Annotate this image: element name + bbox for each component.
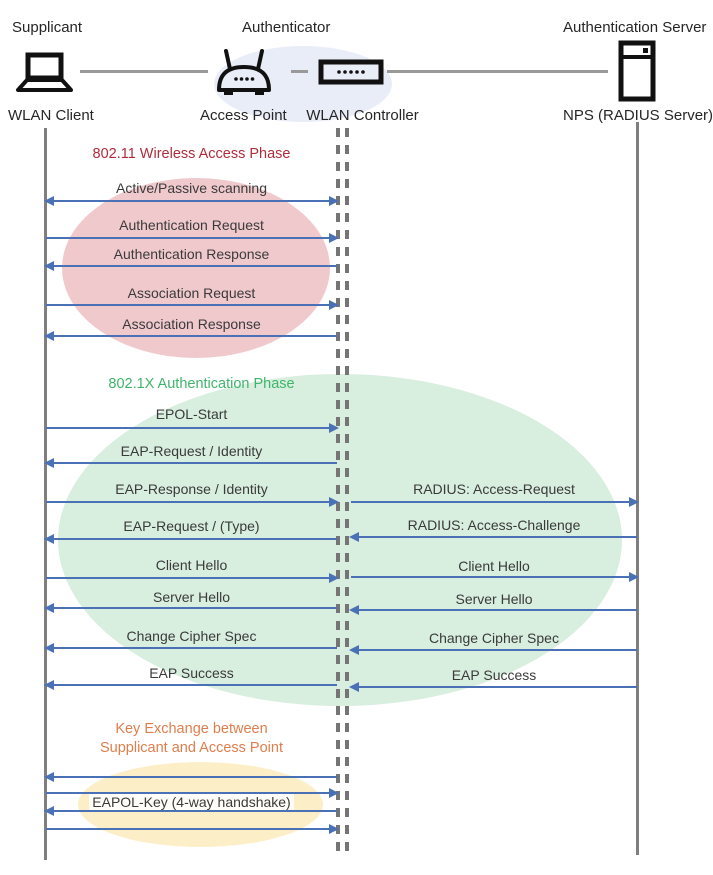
message-change-cipher-spec: Change Cipher Spec: [126, 628, 257, 644]
arrow-epol-start: [46, 423, 339, 433]
message-eap-request-identity: EAP-Request / Identity: [120, 443, 263, 459]
message-client-hello: Client Hello: [155, 557, 228, 573]
phase3-title-line1: Key Exchange between: [115, 721, 268, 737]
arrow-authentication-response: [44, 261, 337, 271]
arrow-eapol-key-3: [44, 806, 337, 816]
arrow-server-hello-server: [349, 605, 637, 615]
device-wlan-client: WLAN Client: [8, 107, 94, 124]
phase2-ellipse: [58, 374, 622, 706]
message-radius-access-request: RADIUS: Access-Request: [413, 481, 575, 497]
arrow-eapol-key-2: [46, 788, 339, 798]
phase3-title-line2: Supplicant and Access Point: [100, 740, 283, 756]
message-eap-success-server: EAP Success: [451, 667, 537, 683]
arrow-client-hello: [46, 573, 339, 583]
connector-client-ap: [80, 70, 208, 73]
role-authentication-server: Authentication Server: [563, 19, 707, 36]
wlan-controller-icon: [318, 59, 384, 85]
message-epol-start: EPOL-Start: [155, 406, 228, 422]
message-eap-request-type: EAP-Request / (Type): [123, 518, 260, 534]
arrow-active-passive-scanning: [44, 196, 339, 206]
lifeline-wlan-controller-left: [336, 128, 340, 854]
arrow-eap-response-identity: [46, 497, 339, 507]
device-wlan-controller: WLAN Controller: [306, 107, 419, 124]
message-change-cipher-spec-server: Change Cipher Spec: [429, 630, 559, 646]
message-eap-success: EAP Success: [149, 665, 234, 681]
message-radius-access-challenge: RADIUS: Access-Challenge: [407, 517, 581, 533]
message-authentication-request: Authentication Request: [119, 217, 264, 233]
arrow-association-response: [44, 331, 337, 341]
connector-controller-server: [387, 70, 608, 73]
eapol-key-label: EAPOL-Key (4-way handshake): [89, 794, 294, 810]
message-authentication-response: Authentication Response: [113, 246, 270, 262]
phase1-ellipse: [62, 178, 330, 358]
arrow-association-request: [46, 300, 339, 310]
lifeline-radius-server: [636, 122, 639, 855]
arrow-server-hello: [44, 603, 337, 613]
role-supplicant: Supplicant: [12, 19, 83, 36]
arrow-change-cipher-spec-server: [349, 645, 637, 655]
access-point-icon: [217, 49, 271, 95]
arrow-radius-access-challenge: [349, 532, 637, 542]
arrow-authentication-request: [46, 233, 339, 243]
role-authenticator: Authenticator: [242, 19, 331, 36]
arrow-eap-success: [44, 680, 337, 690]
arrow-eap-success-server: [349, 682, 637, 692]
arrow-radius-access-request: [351, 497, 639, 507]
phase1-title: 802.11 Wireless Access Phase: [92, 146, 291, 162]
connector-ap-controller: [291, 70, 308, 73]
message-active-passive-scanning: Active/Passive scanning: [116, 180, 267, 196]
message-server-hello-server: Server Hello: [455, 591, 533, 607]
device-access-point: Access Point: [200, 107, 287, 124]
message-server-hello: Server Hello: [152, 589, 231, 605]
arrow-eapol-key-4: [46, 824, 339, 834]
lifeline-wlan-controller-right: [345, 128, 349, 854]
laptop-icon: [16, 52, 73, 92]
arrow-eap-request-type: [44, 534, 337, 544]
arrow-eapol-key-1: [44, 772, 337, 782]
server-icon: [618, 40, 656, 102]
message-eapol-key: EAPOL-Key (4-way handshake): [46, 794, 337, 810]
device-nps-radius-server: NPS (RADIUS Server): [563, 107, 713, 124]
lifeline-wlan-client: [44, 128, 47, 860]
arrow-eap-request-identity: [44, 458, 337, 468]
message-client-hello-server: Client Hello: [458, 558, 530, 574]
arrow-client-hello-server: [351, 572, 639, 582]
phase2-title: 802.1X Authentication Phase: [108, 376, 295, 392]
message-association-response: Association Response: [122, 316, 261, 332]
message-eap-response-identity: EAP-Response / Identity: [115, 481, 268, 497]
message-association-request: Association Request: [127, 285, 256, 301]
arrow-change-cipher-spec: [44, 643, 337, 653]
